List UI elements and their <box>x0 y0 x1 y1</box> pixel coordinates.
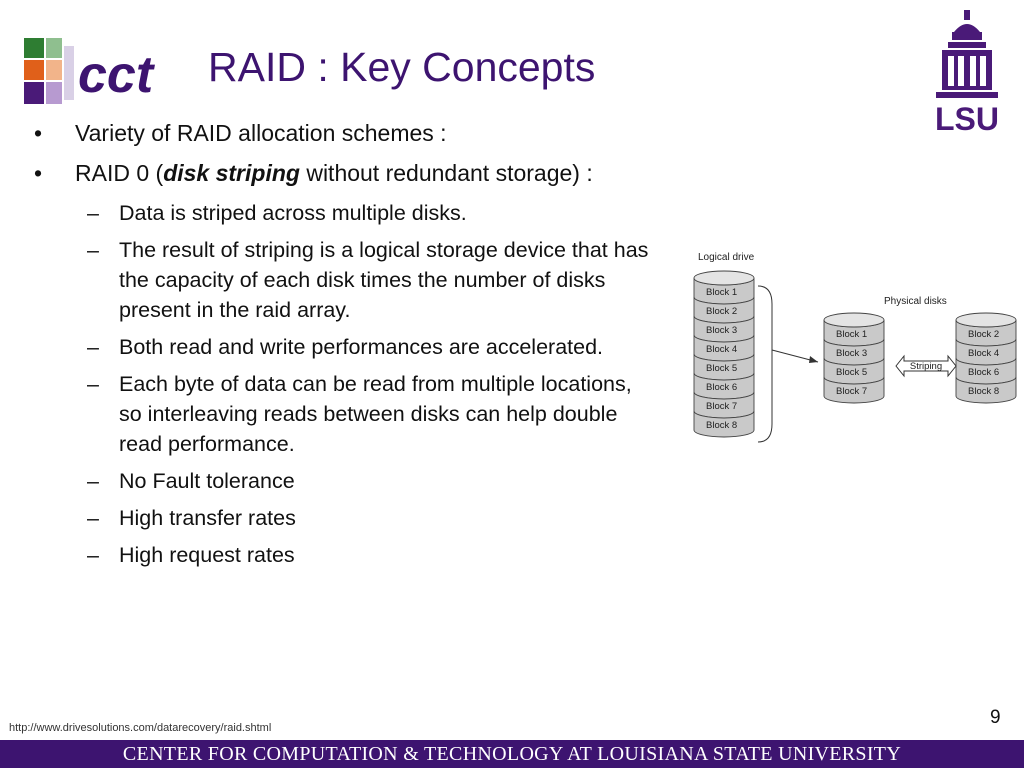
sub-mark: – <box>87 543 99 567</box>
subbullet-2: – The result of striping is a logical st… <box>32 235 657 325</box>
block-label: Block 5 <box>706 363 737 374</box>
block-label: Block 3 <box>836 348 867 359</box>
bullet-1: • Variety of RAID allocation schemes : <box>32 118 657 149</box>
subbullet-1: – Data is striped across multiple disks. <box>32 198 657 228</box>
striping-arrow-icon <box>895 354 957 378</box>
block-label: Block 6 <box>968 367 999 378</box>
logical-disk: Block 1 Block 2 Block 3 Block 4 Block 5 Block… <box>693 270 755 438</box>
source-url: http://www.drivesolutions.com/datarecove… <box>9 722 272 734</box>
physical-disks-label: Physical disks <box>884 296 947 307</box>
bullet-2-text-before: RAID 0 ( <box>75 160 164 186</box>
subbullet-7-text: High request rates <box>119 543 295 567</box>
block-label: Block 5 <box>836 367 867 378</box>
disk-segment <box>955 376 1017 404</box>
block-label: Block 4 <box>968 348 999 359</box>
block-label: Block 1 <box>836 329 867 340</box>
sub-mark: – <box>87 469 99 493</box>
raid0-diagram: Logical drive Physical disks Block 1Bloc… <box>693 252 1017 443</box>
subbullet-3-text: Both read and write performances are acc… <box>119 335 604 359</box>
bullet-2-emphasis: disk striping <box>163 160 300 186</box>
sub-mark: – <box>87 506 99 530</box>
striping-label: Striping <box>910 361 942 372</box>
subbullet-1-text: Data is striped across multiple disks. <box>119 201 467 225</box>
subbullet-6-text: High transfer rates <box>119 506 296 530</box>
subbullet-4: – Each byte of data can be read from mul… <box>32 369 657 459</box>
slide-title: RAID : Key Concepts <box>208 44 596 90</box>
bullet-mark: • <box>34 160 43 186</box>
physical-disk-b: Block 2 Block 4 Block 6 Block 8 <box>955 312 1017 404</box>
disk-top-cap <box>693 270 755 286</box>
cct-logo: cct <box>24 38 156 104</box>
physical-disk-a: Block 1 Block 3 Block 5 Block 7 <box>823 312 885 404</box>
lsu-logo-text: LSU <box>935 101 999 134</box>
sub-mark: – <box>87 201 99 225</box>
bullet-1-text: Variety of RAID allocation schemes : <box>75 120 447 146</box>
disk-top-cap <box>955 312 1017 328</box>
block-label: Block 3 <box>706 325 737 336</box>
block-label: Block 7 <box>836 386 867 397</box>
block-label: Block 2 <box>968 329 999 340</box>
cct-logo-squares <box>24 38 74 104</box>
block-label: Block 8 <box>968 386 999 397</box>
sub-mark: – <box>87 238 99 262</box>
disk-segment <box>693 410 755 438</box>
lsu-logo: LSU <box>935 10 999 134</box>
block-label: Block 7 <box>706 401 737 412</box>
page-number: 9 <box>990 707 1001 728</box>
subbullet-5: – No Fault tolerance <box>32 466 657 496</box>
subbullet-5-text: No Fault tolerance <box>119 469 295 493</box>
disk-top-cap <box>823 312 885 328</box>
sub-mark: – <box>87 335 99 359</box>
block-label: Block 4 <box>706 344 737 355</box>
bullet-2: • RAID 0 (disk striping without redundan… <box>32 158 657 189</box>
disk-segment <box>823 376 885 404</box>
block-label: Block 6 <box>706 382 737 393</box>
bullet-2-text-after: without redundant storage) : <box>299 160 593 186</box>
logical-drive-label: Logical drive <box>698 252 755 263</box>
block-label: Block 1 <box>706 287 737 298</box>
subbullet-6: – High transfer rates <box>32 503 657 533</box>
bullet-mark: • <box>34 120 43 146</box>
footer-text: CENTER FOR COMPUTATION & TECHNOLOGY AT L… <box>122 743 902 765</box>
subbullet-7: – High request rates <box>32 540 657 570</box>
footer-bar <box>0 740 1024 768</box>
block-label: Block 2 <box>706 306 737 317</box>
sub-mark: – <box>87 372 99 396</box>
subbullet-2-text: The result of striping is a logical stor… <box>119 238 649 322</box>
bracket-line <box>757 285 773 443</box>
arrowhead-icon <box>809 356 818 363</box>
lsu-tower-icon <box>936 10 998 98</box>
slide-content: • Variety of RAID allocation schemes : •… <box>32 118 657 577</box>
cct-logo-text: cct <box>78 46 156 104</box>
block-label: Block 8 <box>706 420 737 431</box>
subbullet-4-text: Each byte of data can be read from multi… <box>119 372 632 456</box>
subbullet-3: – Both read and write performances are a… <box>32 332 657 362</box>
